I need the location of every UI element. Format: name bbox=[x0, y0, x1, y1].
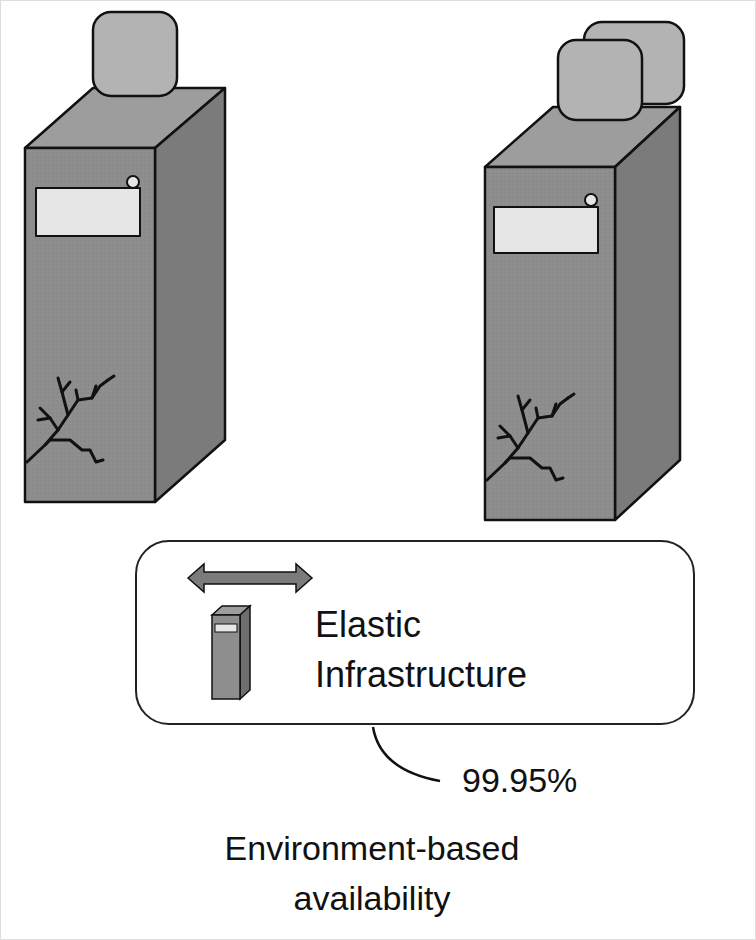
rounded-box: Elastic Infrastructure bbox=[135, 540, 695, 725]
server-tower bbox=[485, 22, 684, 520]
availability-figure: 99.95% bbox=[462, 755, 577, 805]
elastic-icon bbox=[188, 564, 312, 699]
server-tower bbox=[25, 12, 225, 502]
leader-line bbox=[373, 727, 440, 781]
caption: Environment-based availability bbox=[172, 823, 572, 923]
container-cube bbox=[93, 12, 177, 96]
container-cube bbox=[558, 40, 642, 120]
box-label: Elastic Infrastructure bbox=[315, 600, 575, 700]
